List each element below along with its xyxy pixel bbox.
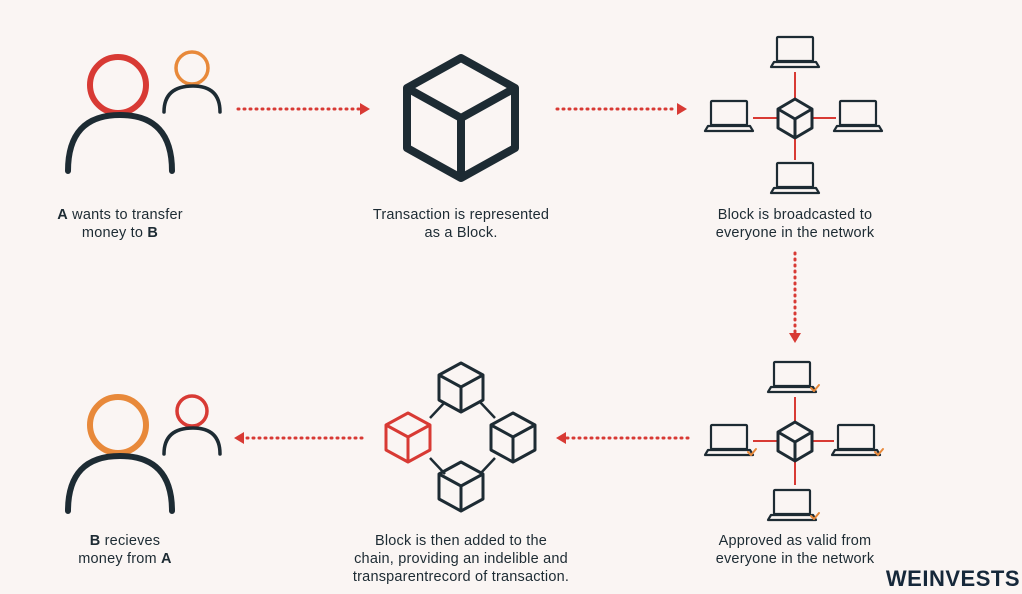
arrow-left-2 [234,432,364,444]
block-cube-icon [403,54,519,182]
step-1-caption: A wants to transfer money to B [57,207,183,241]
people-b-receives-icon [65,394,222,514]
arrow-right-2 [555,103,687,115]
step-6-caption: B recieves money from A [78,533,172,567]
network-broadcast-icon [703,35,884,195]
party-a-label: A [161,551,172,567]
step-5-caption: Block is then added to the chain, provid… [352,533,570,585]
step-3-caption: Block is broadcasted to everyone in the … [715,207,875,241]
arrow-left-1 [556,432,690,444]
party-b-label: B [89,533,101,549]
party-a-label: A [57,207,68,223]
blockchain-chain-icon [384,361,537,513]
brand-logo: WEINVESTS [885,566,1020,591]
network-approval-icon [703,360,884,522]
arrow-right-1 [236,103,370,115]
arrow-down [789,251,801,343]
step-2-caption: Transaction is represented as a Block. [372,207,550,241]
step-4-caption: Approved as valid from everyone in the n… [715,533,875,567]
people-a-to-b-icon [65,50,222,174]
party-b-label: B [147,225,159,241]
